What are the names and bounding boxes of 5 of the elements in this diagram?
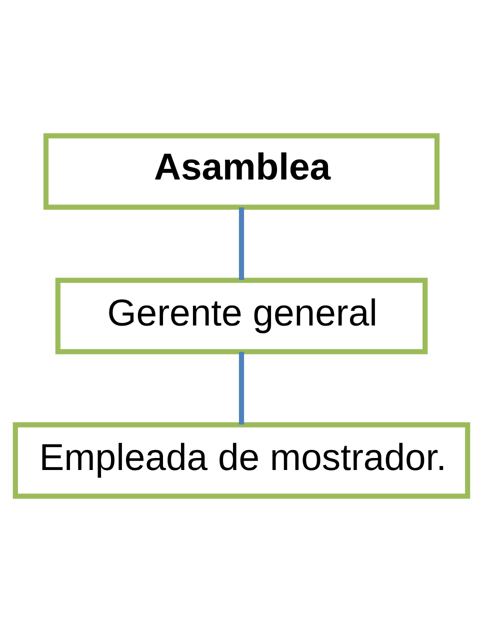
node-box: Gerente general xyxy=(55,277,428,354)
connector xyxy=(238,351,244,424)
node-box: Asamblea xyxy=(43,132,440,210)
node-box: Empleada de mostrador. xyxy=(12,422,470,498)
connector xyxy=(238,206,244,280)
